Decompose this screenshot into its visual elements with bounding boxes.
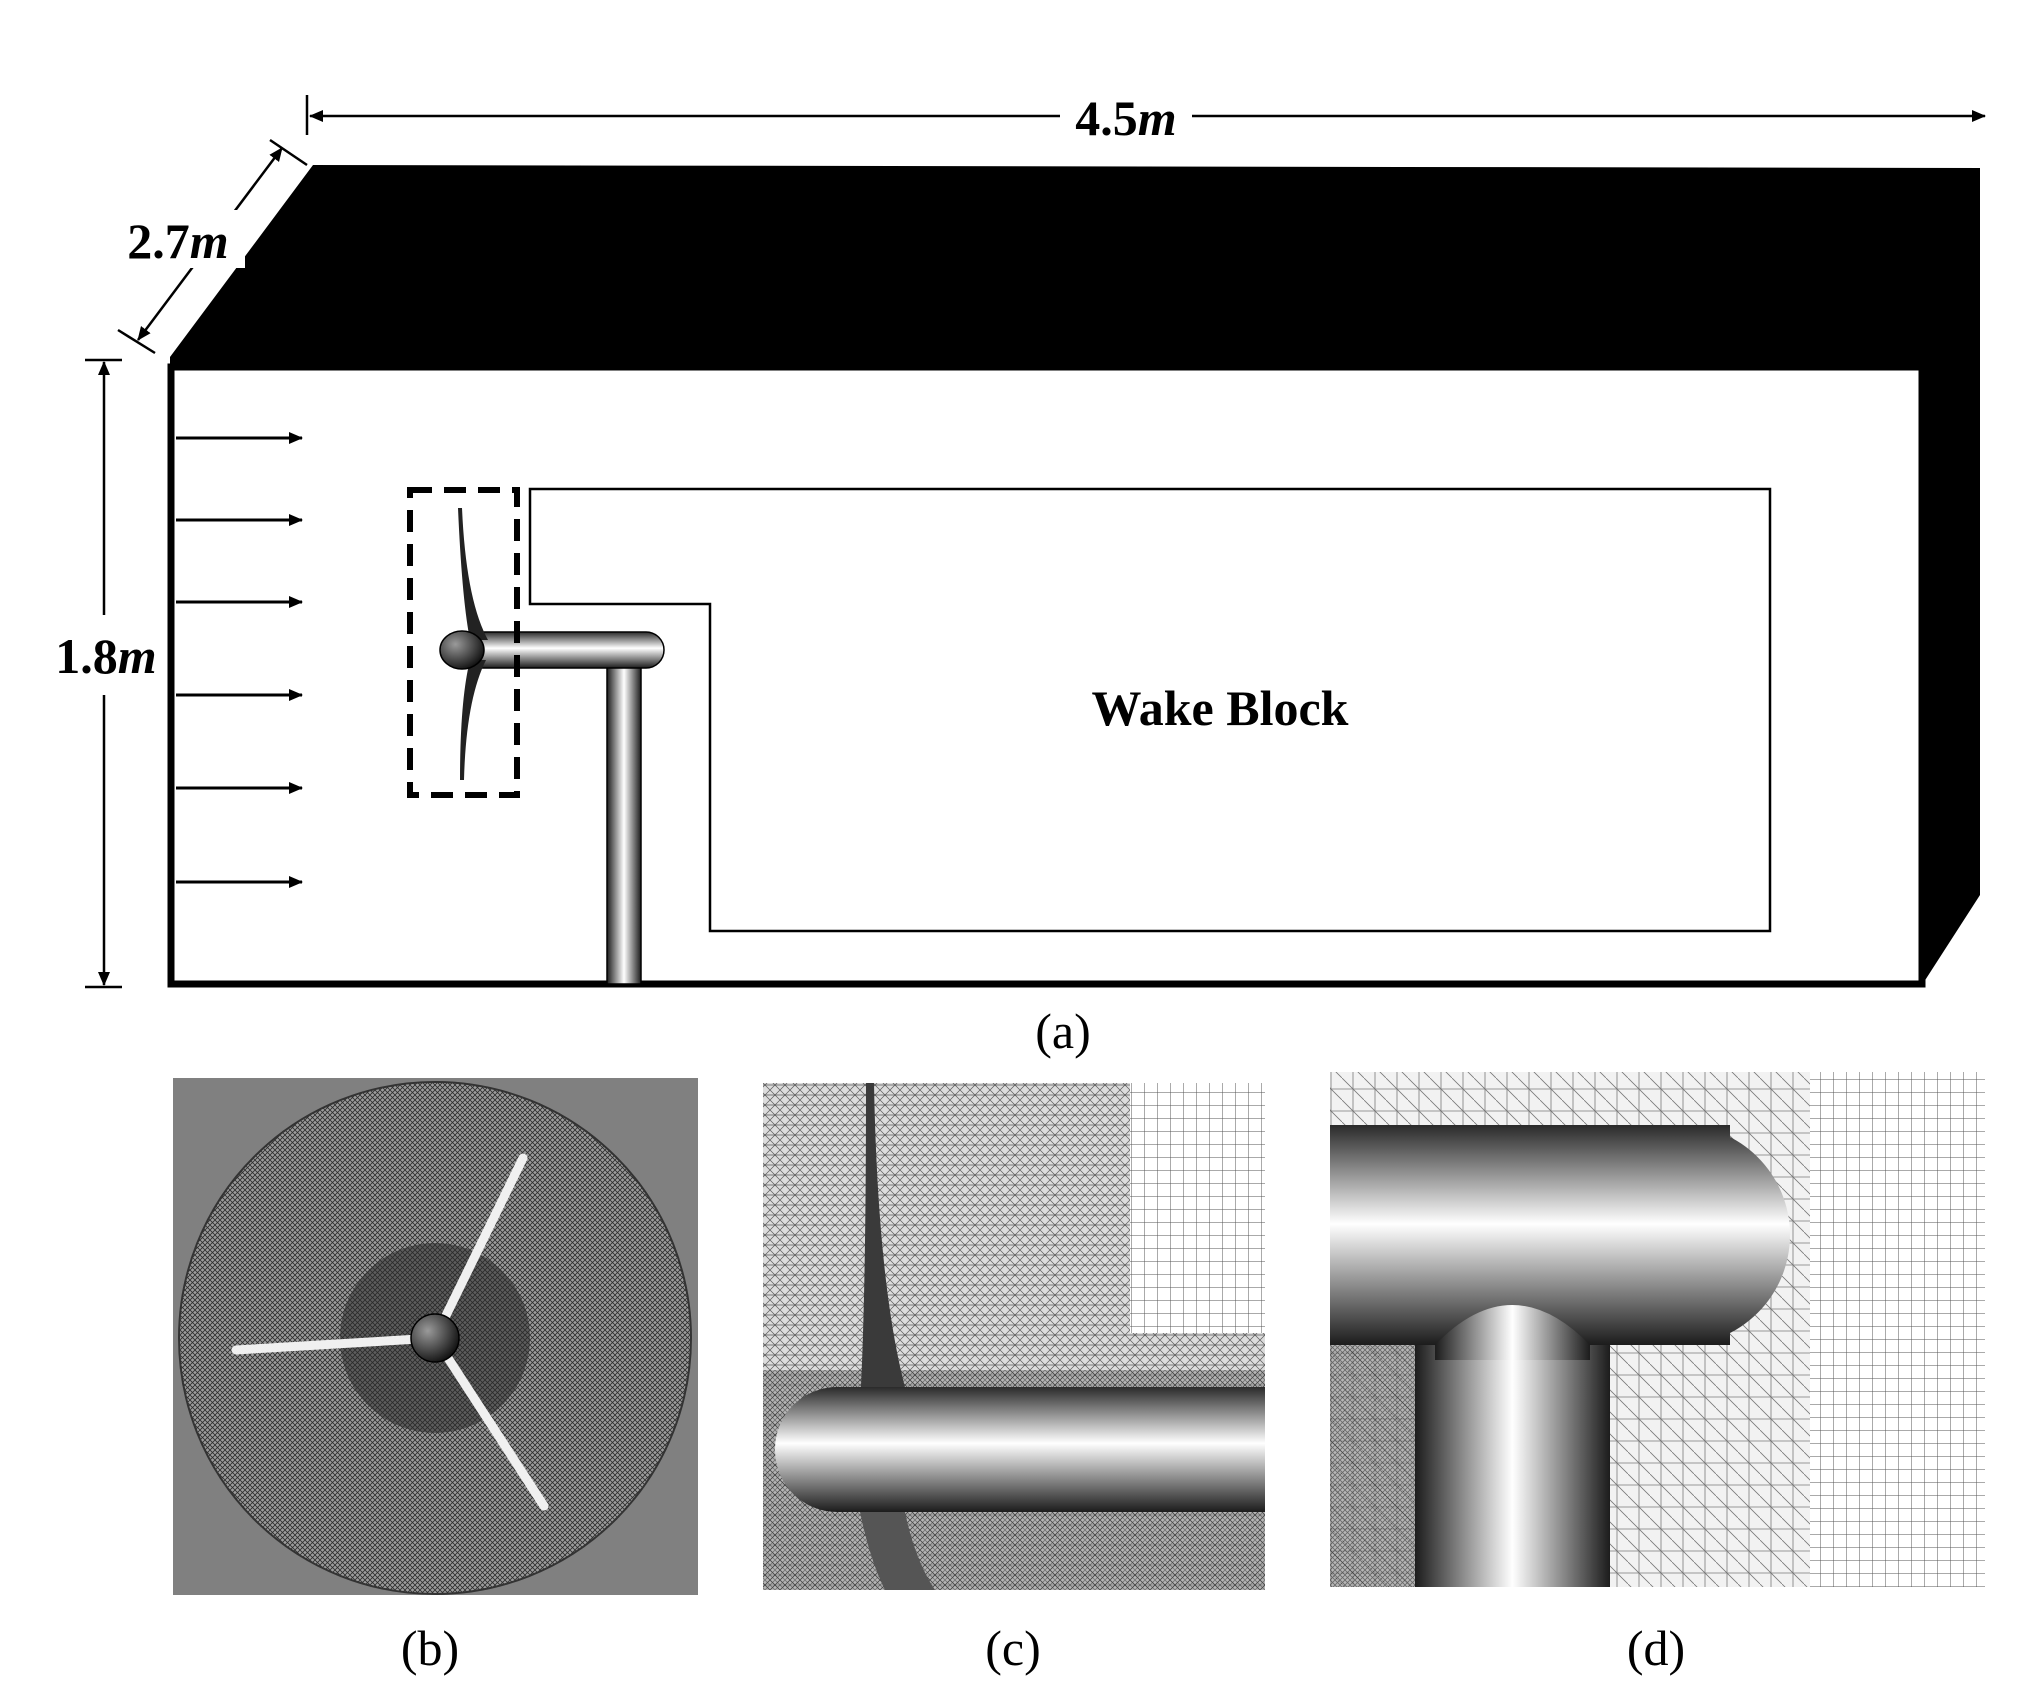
height-label: 1.8m — [55, 628, 156, 684]
panel-c-nacelle-mesh — [763, 1083, 1265, 1590]
caption-d: (d) — [1627, 1620, 1685, 1676]
panel-d-junction-mesh — [1330, 1072, 1985, 1587]
tower-junction — [1435, 1305, 1590, 1360]
wake-block-outline — [528, 487, 1772, 933]
width-label: 2.7m — [127, 213, 228, 269]
domain-schematic: Wake Block — [167, 165, 1980, 988]
domain-front-face — [167, 363, 1926, 988]
blade-upper — [860, 1083, 910, 1405]
blade — [430, 1153, 528, 1343]
caption-c: (c) — [985, 1620, 1041, 1676]
turbine-hub — [439, 630, 485, 670]
rotor-blades — [231, 1153, 549, 1511]
nacelle-cylinder-end — [1200, 1387, 1265, 1512]
rotor-zone-box — [407, 487, 520, 798]
mesh-region-grid — [1810, 1072, 1985, 1587]
turbine-blade-upper — [458, 508, 488, 640]
blade — [430, 1333, 549, 1511]
dimension-height: 1.8m — [55, 358, 157, 989]
domain-top-face — [170, 165, 1980, 985]
mesh-region-fine — [1330, 1340, 1425, 1587]
turbine-model — [439, 508, 665, 985]
nacelle-rounded-end — [1650, 1125, 1790, 1345]
turbine-tower — [606, 659, 642, 985]
length-label: 4.5m — [1075, 90, 1176, 146]
dimension-length: 4.5m — [305, 90, 1986, 146]
wake-block-label: Wake Block — [1092, 680, 1349, 736]
caption-b: (b) — [401, 1620, 459, 1676]
nacelle-cylinder — [775, 1387, 1265, 1512]
blade-lower — [860, 1512, 935, 1590]
panel-b-rotor-mesh — [173, 1078, 698, 1595]
inflow-arrows — [176, 432, 303, 888]
mesh-region-grid — [1130, 1083, 1265, 1333]
caption-a: (a) — [1035, 1003, 1091, 1059]
blade — [231, 1333, 440, 1355]
dimension-width: 2.7m — [115, 138, 308, 355]
turbine-blade-lower — [460, 660, 486, 780]
rotor-hub — [410, 1313, 460, 1363]
